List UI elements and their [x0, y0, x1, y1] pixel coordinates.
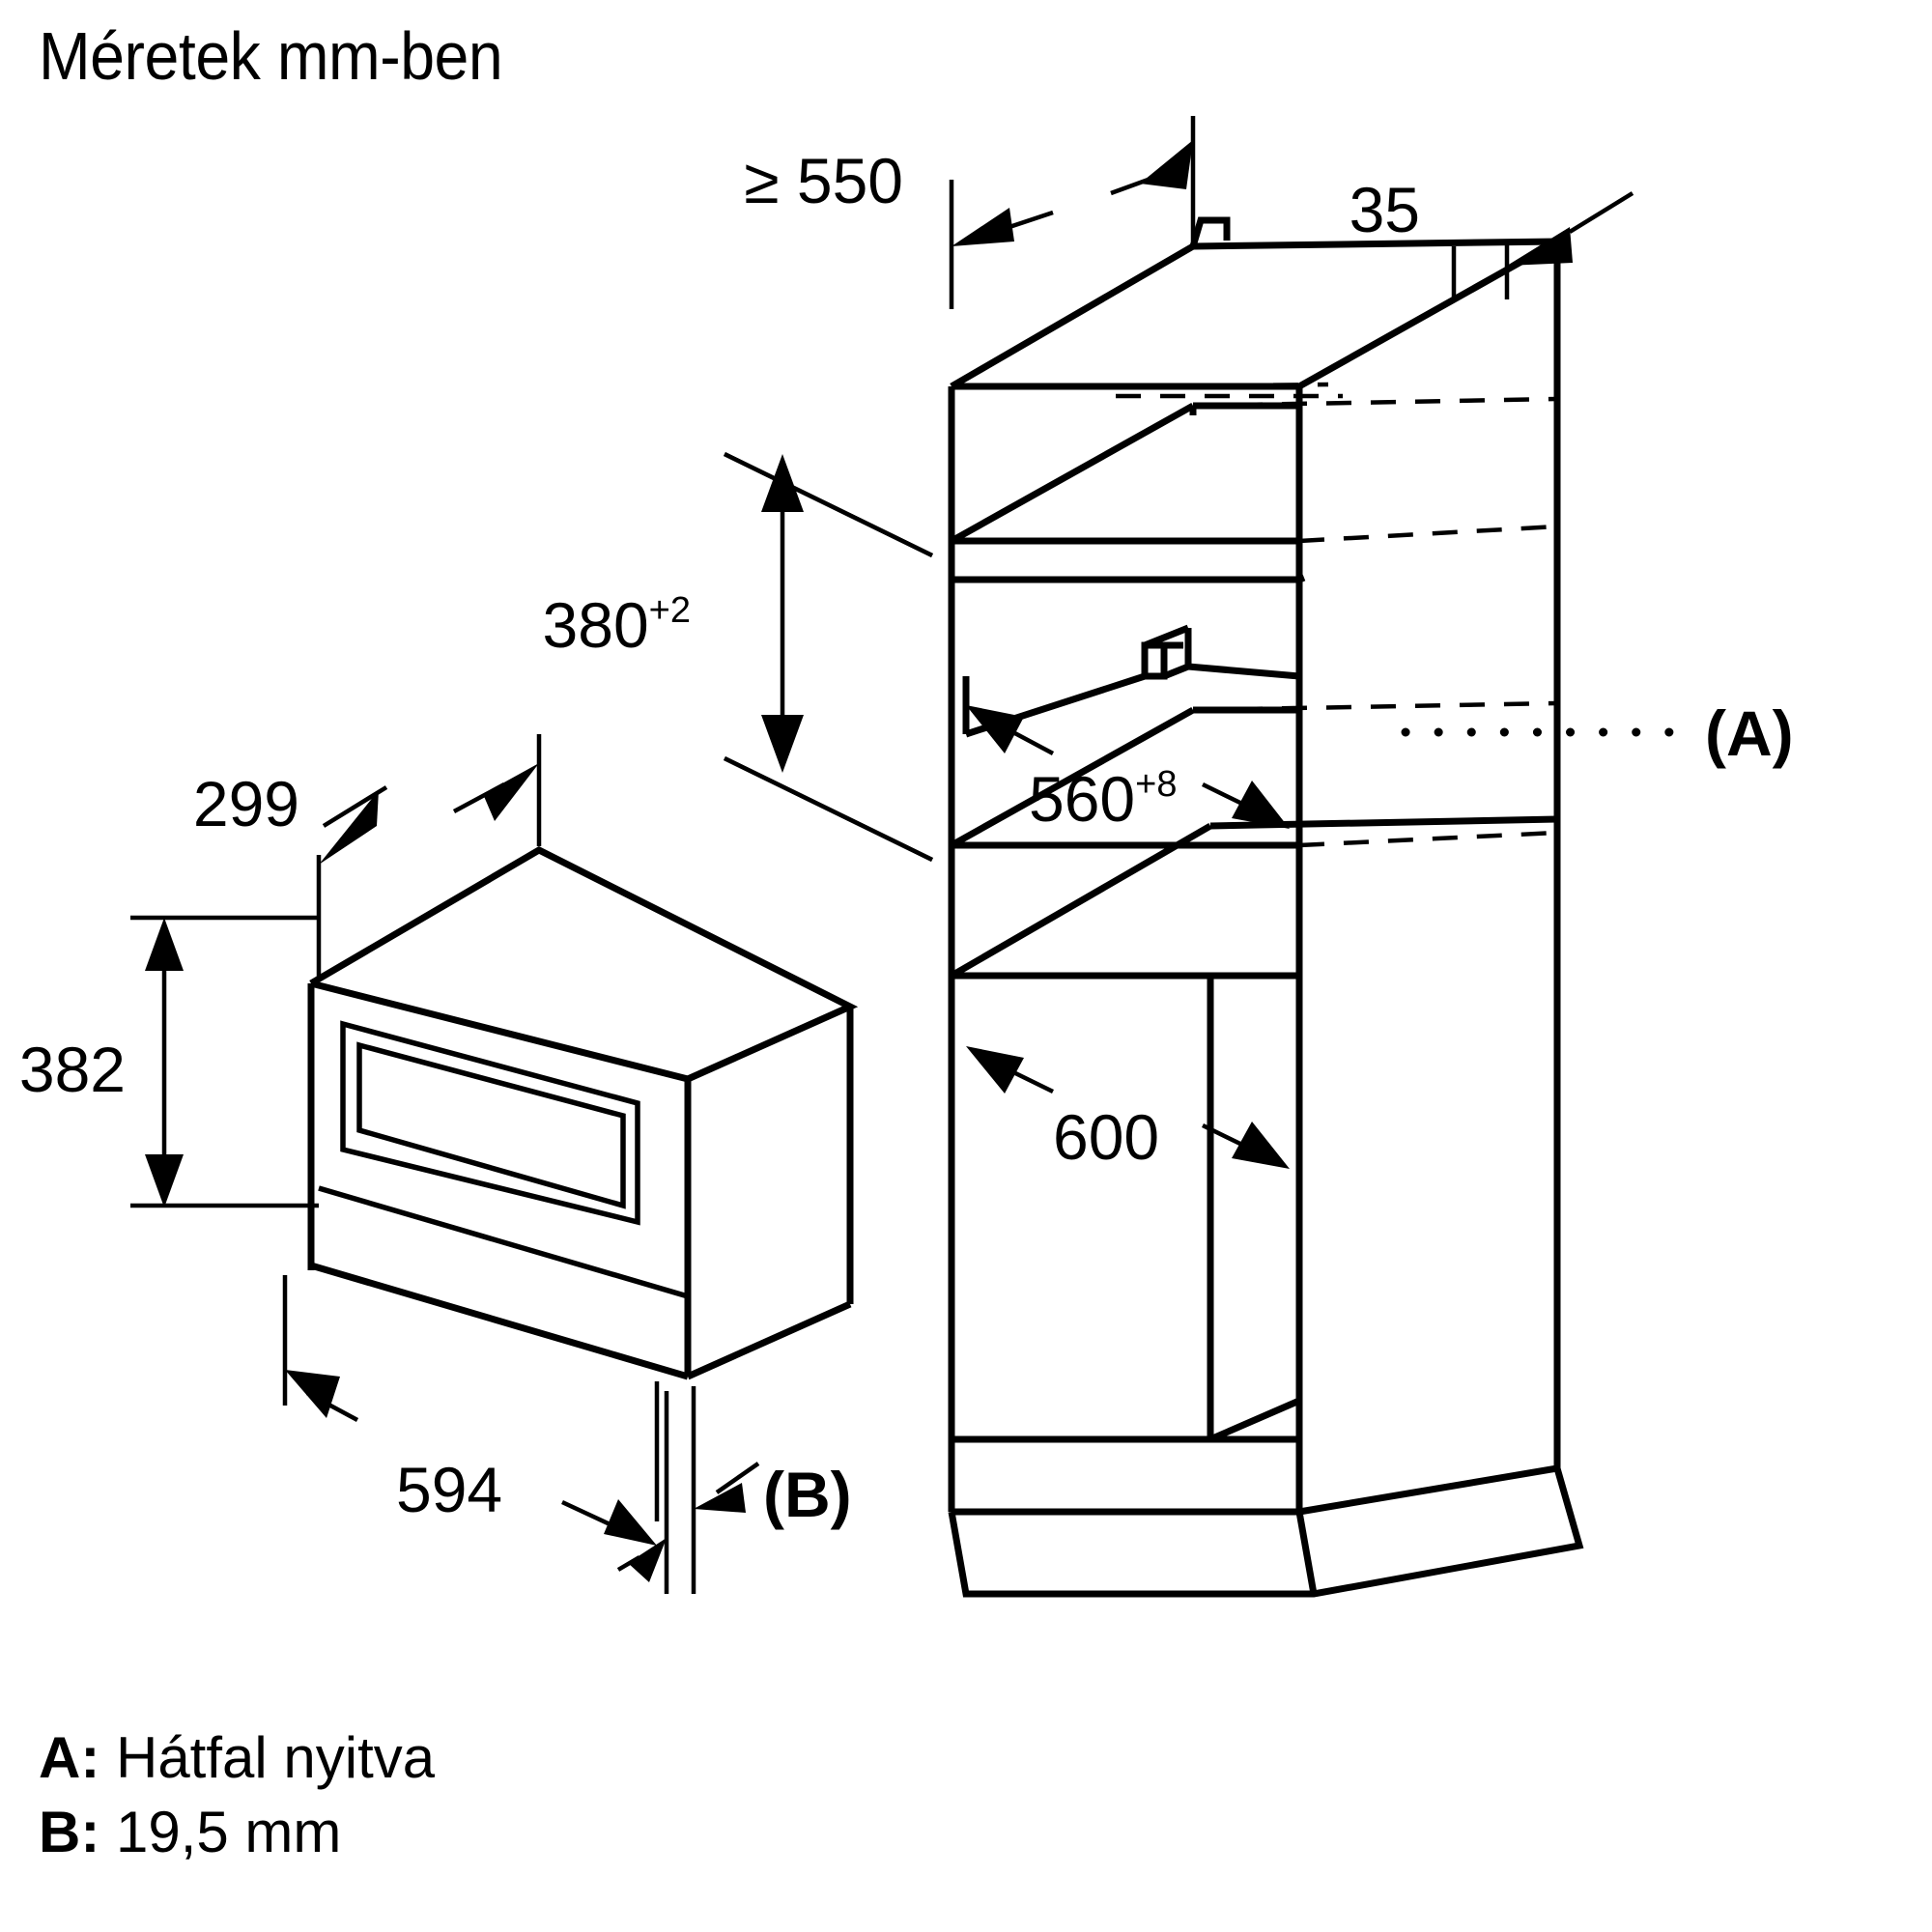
dim-label-niche-height: 380+2 — [543, 589, 691, 661]
legend-key-b: B: — [39, 1799, 100, 1864]
dim-niche-height: 380+2 — [543, 451, 933, 863]
marker-b: (B) — [616, 1386, 852, 1594]
marker-a-leader: (A) — [1401, 697, 1794, 769]
dim-niche-width: 560+8 — [966, 705, 1290, 835]
dim-label-appliance-height: 382 — [19, 1034, 126, 1105]
legend-text-b: 19,5 mm — [115, 1799, 342, 1864]
page-title: Méretek mm-ben — [39, 18, 503, 94]
legend-key-a: A: — [39, 1725, 100, 1790]
dim-appliance-height: 382 — [19, 915, 319, 1208]
legend-row-b: B: 19,5 mm — [39, 1796, 435, 1870]
dim-label-front-offset: 35 — [1350, 174, 1420, 245]
legend-row-a: A: Hátfal nyitva — [39, 1721, 435, 1796]
dim-label-niche-depth: ≥ 550 — [744, 145, 903, 216]
cabinet-isometric — [948, 216, 1584, 1598]
legend: A: Hátfal nyitva B: 19,5 mm — [39, 1721, 435, 1870]
dim-label-appliance-depth: 299 — [193, 768, 299, 839]
marker-label-b: (B) — [763, 1459, 852, 1530]
appliance-isometric — [307, 846, 859, 1380]
marker-label-a: (A) — [1705, 697, 1794, 769]
dim-appliance-depth: 299 — [193, 734, 542, 978]
dim-niche-depth: ≥ 550 — [744, 116, 1196, 309]
dim-label-appliance-width: 594 — [396, 1454, 502, 1525]
dim-cabinet-width: 600 — [966, 1046, 1290, 1173]
legend-text-a: Hátfal nyitva — [115, 1725, 436, 1790]
dim-label-niche-width: 560+8 — [1029, 763, 1177, 835]
dim-appliance-width: 594 — [282, 1275, 660, 1546]
dim-label-cabinet-width: 600 — [1053, 1101, 1159, 1173]
dim-front-offset: 35 — [1350, 174, 1634, 299]
